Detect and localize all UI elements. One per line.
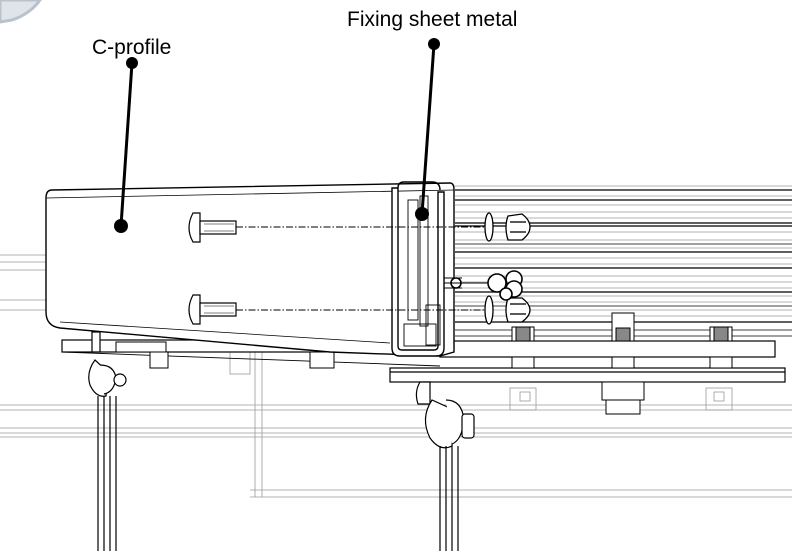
- callout-leader-fixing-sheet-metal: [415, 38, 440, 221]
- right-clamp: [415, 381, 475, 551]
- corner-badge: [0, 0, 42, 24]
- left-clamp: [88, 331, 127, 551]
- callout-label-c-profile: C-profile: [92, 36, 172, 59]
- plate-spacers: [115, 312, 733, 415]
- bolt-upper: [188, 212, 237, 243]
- nuts-lower: [484, 295, 531, 325]
- callout-label-fixing-sheet-metal: Fixing sheet metal: [347, 8, 518, 31]
- callout-leader-c-profile: [114, 57, 138, 233]
- c-profile-body: [45, 182, 455, 357]
- bolt-axes: [236, 226, 492, 311]
- nuts-upper: [484, 212, 531, 242]
- nut-cluster: [444, 270, 523, 301]
- bolt-lower: [188, 294, 237, 325]
